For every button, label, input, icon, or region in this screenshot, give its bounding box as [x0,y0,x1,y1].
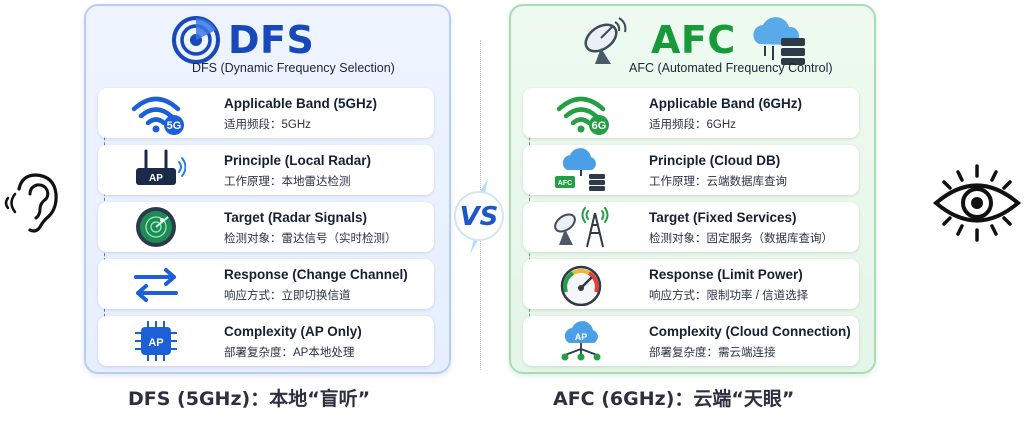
dfs-row-desc: 响应方式：立即切换信道 [224,290,351,302]
dfs-row-desc: 部署复杂度：AP本地处理 [224,347,355,359]
cloud-database-icon: AFC [555,148,605,191]
radar-logo-icon [172,16,220,64]
afc-row-desc: 响应方式：限制功率 / 信道选择 [649,290,809,302]
swap-arrows-icon [134,268,178,302]
afc-row-desc: 部署复杂度：需云端连接 [649,347,776,359]
afc-feature-list: 6G Applicable Band (6GHz) 适用频段：6GHz AFC … [523,88,859,373]
dfs-row-title: Target (Radar Signals) [224,210,368,225]
router-ap-icon: AP [136,149,186,185]
dfs-row-principle: AP Principle (Local Radar) 工作原理：本地雷达检测 [98,145,434,195]
afc-subtitle: AFC (Automated Frequency Control) [629,61,833,75]
dfs-row-complexity: AP Complexity (AP Only) 部署复杂度：AP本地处理 [98,316,434,366]
svg-text:AP: AP [148,337,163,349]
afc-row-response: Response (Limit Power) 响应方式：限制功率 / 信道选择 [523,259,859,309]
afc-header: AFC AFC (Automated Frequency Control) [511,6,874,84]
dfs-row-desc: 工作原理：本地雷达检测 [224,176,351,188]
svg-text:AFC: AFC [558,180,572,187]
dish-tower-icon [554,207,609,248]
afc-row-desc: 检测对象：固定服务（数据库查询） [649,233,833,245]
dfs-row-desc: 检测对象：雷达信号（实时检测） [224,233,397,245]
dfs-row-title: Response (Change Channel) [224,267,408,282]
dfs-row-target: Target (Radar Signals) 检测对象：雷达信号（实时检测） [98,202,434,252]
satellite-dish-logo-icon [584,17,627,64]
afc-row-desc: 工作原理：云端数据库查询 [649,176,787,188]
cloud-server-logo-icon [753,17,805,65]
afc-panel: AFC AFC (Automated Frequency Control) 6G… [509,4,876,374]
svg-text:AP: AP [149,173,163,184]
afc-title: AFC [651,18,736,62]
wifi-6g-icon: 6G [556,96,609,135]
afc-row-title: Complexity (Cloud Connection) [649,324,851,339]
afc-row-band: 6G Applicable Band (6GHz) 适用频段：6GHz [523,88,859,138]
cloud-network-icon: AP [561,321,601,361]
vs-label: VS [460,202,499,232]
afc-row-complexity: AP Complexity (Cloud Connection) 部署复杂度：需… [523,316,859,366]
afc-row-title: Principle (Cloud DB) [649,153,781,168]
dfs-panel: DFS DFS (Dynamic Frequency Selection) 5G… [84,4,451,374]
svg-text:6G: 6G [592,120,607,132]
dfs-row-title: Applicable Band (5GHz) [224,96,378,111]
dfs-row-response: Response (Change Channel) 响应方式：立即切换信道 [98,259,434,309]
radar-screen-icon [136,207,176,247]
svg-text:5G: 5G [167,120,182,132]
afc-caption: AFC (6GHz)：云端“天眼” [553,388,795,410]
afc-row-desc: 适用频段：6GHz [649,119,736,131]
dfs-caption: DFS (5GHz)：本地“盲听” [128,388,371,410]
afc-row-target: Target (Fixed Services) 检测对象：固定服务（数据库查询） [523,202,859,252]
dfs-feature-list: 5G Applicable Band (5GHz) 适用频段：5GHz AP P… [98,88,434,373]
afc-row-principle: AFC Principle (Cloud DB) 工作原理：云端数据库查询 [523,145,859,195]
dfs-row-desc: 适用频段：5GHz [224,119,311,131]
ear-icon [4,173,58,233]
dfs-row-title: Complexity (AP Only) [224,324,362,339]
dfs-row-title: Principle (Local Radar) [224,153,372,168]
eye-icon [932,164,1022,242]
wifi-5g-icon: 5G [131,96,184,135]
svg-text:AP: AP [575,332,588,342]
dfs-title: DFS [228,18,315,62]
afc-row-title: Response (Limit Power) [649,267,803,282]
afc-row-title: Target (Fixed Services) [649,210,797,225]
vs-badge: VS [454,178,504,254]
chip-ap-icon: AP [135,321,177,361]
afc-row-title: Applicable Band (6GHz) [649,96,803,111]
dfs-subtitle: DFS (Dynamic Frequency Selection) [192,61,395,75]
dfs-header: DFS DFS (Dynamic Frequency Selection) [86,6,449,84]
gauge-icon [560,265,602,306]
dfs-row-band: 5G Applicable Band (5GHz) 适用频段：5GHz [98,88,434,138]
